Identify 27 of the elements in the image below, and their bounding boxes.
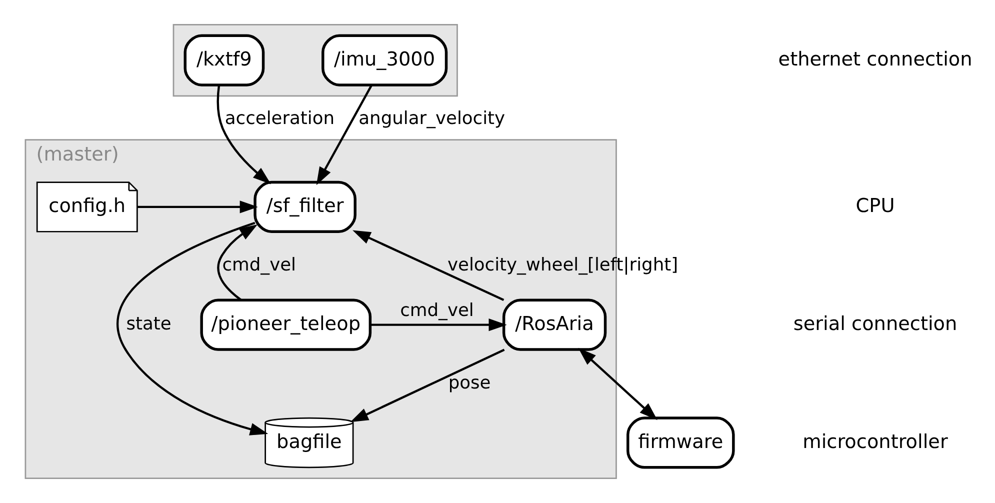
edge-label: acceleration bbox=[224, 108, 334, 129]
edge-label: state bbox=[126, 313, 171, 334]
arrow bbox=[578, 348, 657, 420]
edge-label: angular_velocity bbox=[358, 108, 505, 129]
arrow bbox=[370, 318, 506, 332]
label: ethernet connection bbox=[778, 47, 972, 70]
edge-label: velocity_wheel_[left|right] bbox=[446, 254, 678, 276]
arrow bbox=[216, 224, 258, 301]
node-box: /RosAria bbox=[502, 298, 606, 351]
label: serial connection bbox=[792, 312, 957, 335]
edge-label: cmd_vel bbox=[400, 300, 474, 321]
arrow bbox=[352, 230, 504, 301]
node-box: /pioneer_teleop bbox=[200, 298, 372, 351]
arrow bbox=[350, 348, 504, 422]
node-box: /kxtf9 bbox=[183, 34, 264, 86]
label: microcontroller bbox=[802, 430, 948, 453]
arrow bbox=[136, 200, 258, 214]
cluster bbox=[172, 24, 458, 97]
node-box: firmware bbox=[626, 416, 734, 469]
node-box: /imu_3000 bbox=[321, 34, 448, 86]
arrow bbox=[316, 84, 372, 186]
node-box: /sf_filter bbox=[253, 180, 356, 233]
edge-label: cmd_vel bbox=[222, 254, 296, 276]
arrow bbox=[216, 84, 270, 184]
edge-label: pose bbox=[448, 372, 490, 394]
label: CPU bbox=[855, 194, 894, 218]
arrow bbox=[116, 222, 268, 436]
